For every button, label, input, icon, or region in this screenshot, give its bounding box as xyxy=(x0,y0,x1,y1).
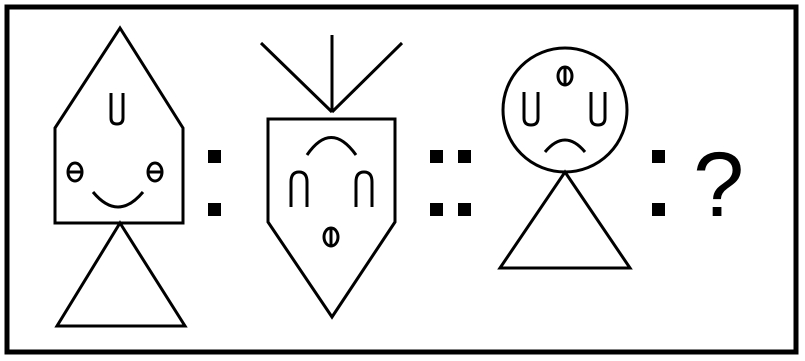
answer-question-mark: ? xyxy=(693,134,744,236)
outer-border xyxy=(7,7,796,352)
